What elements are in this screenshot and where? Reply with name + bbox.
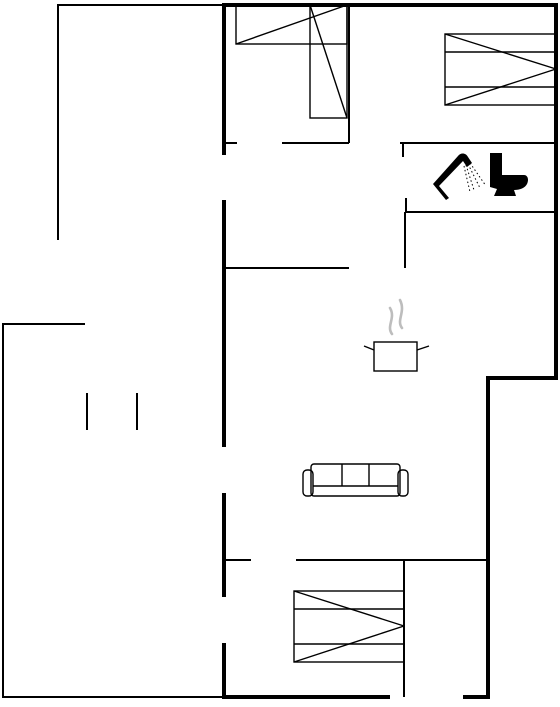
cooking-pot-icon: [363, 298, 430, 372]
terrace-outline: [2, 4, 222, 698]
exterior-walls: [222, 3, 558, 699]
terrace-upper: [57, 4, 222, 240]
shower-icon: [433, 153, 487, 200]
toilet-icon: [490, 153, 528, 196]
bed-icon: [235, 4, 348, 119]
sofa-icon: [302, 463, 409, 497]
terrace-lower: [2, 323, 222, 698]
bed-icon: [293, 590, 405, 663]
interior-walls: [224, 5, 556, 697]
bed-icon: [444, 33, 557, 106]
